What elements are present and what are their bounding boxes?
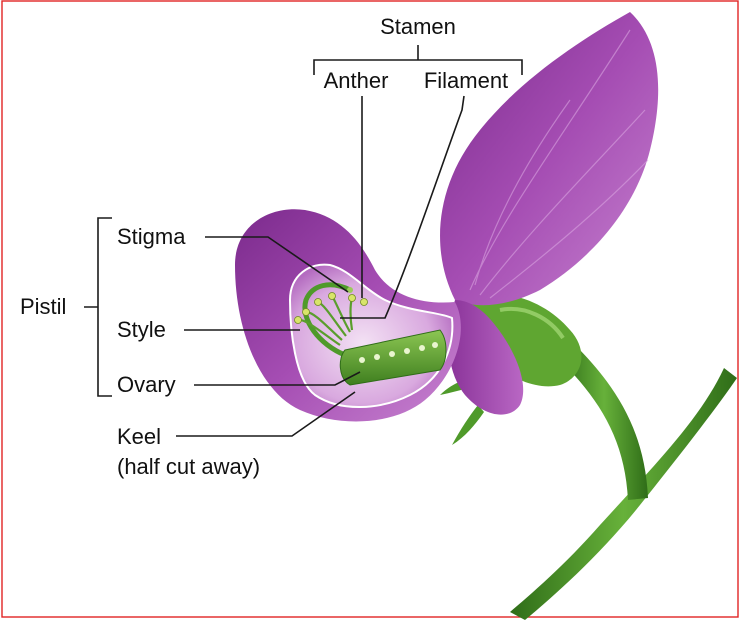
sepal-tip-2 [452, 405, 484, 445]
label-stigma: Stigma [117, 224, 186, 249]
label-anther: Anther [324, 68, 389, 93]
label-style: Style [117, 317, 166, 342]
label-stamen: Stamen [380, 14, 456, 39]
label-keel-note: (half cut away) [117, 454, 260, 479]
label-pistil: Pistil [20, 294, 66, 319]
main-stem [510, 368, 737, 620]
label-ovary: Ovary [117, 372, 176, 397]
label-filament: Filament [424, 68, 508, 93]
label-keel: Keel [117, 424, 161, 449]
banner-petal [440, 12, 658, 305]
pistil-bracket [84, 218, 112, 396]
